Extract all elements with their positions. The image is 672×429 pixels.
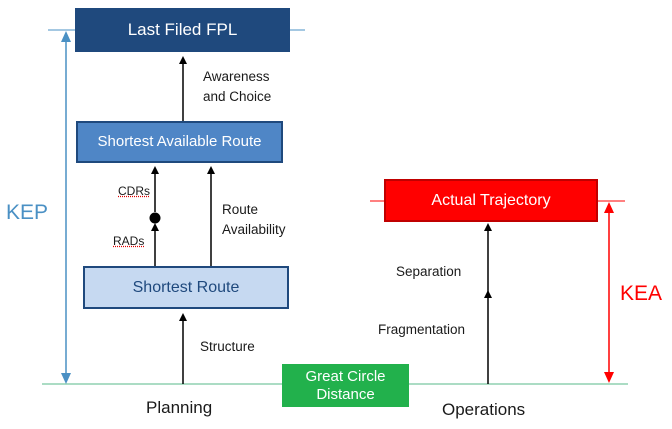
structure-label: Structure (200, 339, 255, 354)
cdrs-label: CDRs (118, 184, 150, 198)
kea-arrowhead-bottom (604, 372, 614, 383)
shortest-route-box: Shortest Route (83, 266, 289, 309)
kep-arrowhead-bottom (61, 373, 71, 384)
kea-label: KEA (620, 282, 663, 305)
kep-arrowhead-top (61, 31, 71, 42)
separation-label: Separation (396, 264, 462, 279)
rads-label: RADs (113, 234, 145, 248)
fragmentation-label: Fragmentation (378, 322, 466, 337)
kep-label: KEP (6, 201, 49, 224)
actual-trajectory-box: Actual Trajectory (384, 179, 598, 222)
route-availability-label: Route Availability (222, 202, 286, 237)
last-filed-fpl-box: Last Filed FPL (75, 8, 290, 52)
planning-label: Planning (146, 398, 213, 417)
operations-label: Operations (442, 400, 526, 419)
shortest-available-route-box: Shortest Available Route (76, 121, 283, 163)
kea-arrowhead-top (604, 202, 614, 213)
great-circle-distance-box: Great Circle Distance (282, 364, 409, 407)
rads-cdrs-node (149, 212, 161, 224)
awareness-and-choice-label: Awareness and Choice (203, 69, 272, 104)
